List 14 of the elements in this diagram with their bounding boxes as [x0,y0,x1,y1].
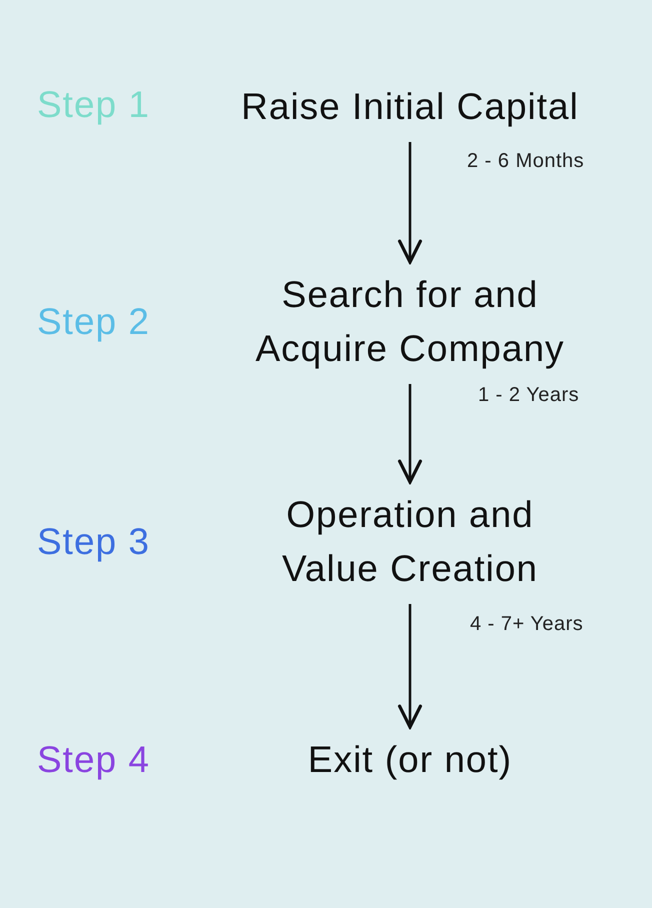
step-title: Exit (or not) [308,738,512,782]
step-label: Step 1 [37,84,150,126]
arrow [398,604,422,729]
edge-label: 4 - 7+ Years [470,613,584,636]
arrow [398,142,422,264]
edge-label: 1 - 2 Years [478,384,580,407]
edge-label: 2 - 6 Months [467,150,584,173]
step-title: Operation and Value Creation [280,493,540,591]
step-label: Step 2 [37,301,150,343]
step-label: Step 4 [37,739,150,781]
arrow [398,384,422,484]
step-title: Search for and Acquire Company [254,273,566,371]
step-label: Step 3 [37,521,150,563]
step-title: Raise Initial Capital [241,85,579,129]
